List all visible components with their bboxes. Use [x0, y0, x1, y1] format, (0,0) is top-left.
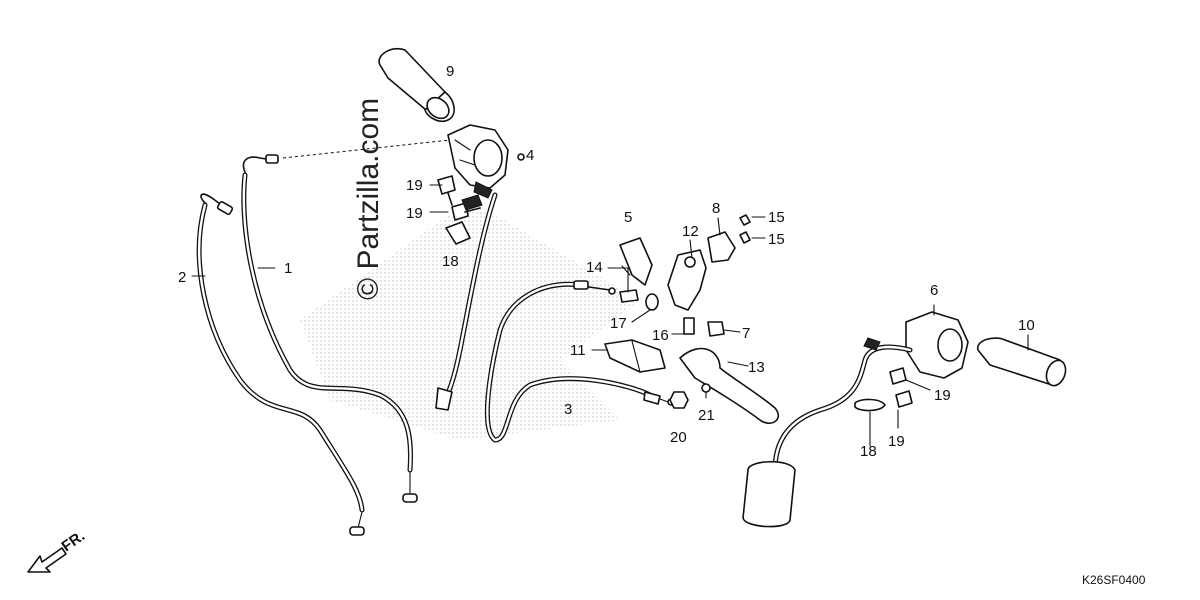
- callout-21: 21: [698, 407, 715, 424]
- throttle-lower-cable: [435, 192, 498, 411]
- throttle-grip-9: [378, 47, 455, 123]
- front-direction-indicator: FR.: [27, 527, 88, 573]
- clutch-lever-13: [679, 347, 780, 424]
- throttle-housing: [447, 124, 525, 189]
- clutch-small-parts: [619, 289, 725, 337]
- callout-17: 17: [610, 315, 627, 332]
- callout-labels: 1 2 3 4 5 6 7 8 9 10 11 12 13 14 15 15 1…: [178, 63, 1035, 460]
- callout-18a: 18: [442, 253, 459, 270]
- callout-7: 7: [742, 325, 750, 342]
- throttle-bolts: [437, 175, 493, 245]
- callout-6: 6: [930, 282, 938, 299]
- callout-8: 8: [712, 200, 720, 217]
- right-switch-housing: [742, 311, 969, 528]
- callout-4: 4: [526, 147, 534, 164]
- callout-2: 2: [178, 269, 186, 286]
- callout-9: 9: [446, 63, 454, 80]
- throttle-cable-2: [196, 193, 365, 536]
- callout-14: 14: [586, 259, 603, 276]
- callout-15a: 15: [768, 209, 785, 226]
- clutch-boot-11: [604, 339, 666, 373]
- watermark-shading: [300, 200, 640, 440]
- callout-3: 3: [564, 401, 572, 418]
- callout-20: 20: [670, 429, 687, 446]
- left-grip-10: [977, 337, 1067, 387]
- callout-19b: 19: [406, 205, 423, 222]
- throttle-cable-1: [241, 154, 418, 503]
- callout-19d: 19: [888, 433, 905, 450]
- callout-11: 11: [570, 342, 586, 359]
- diagram-code: K26SF0400: [1082, 573, 1146, 587]
- callout-15b: 15: [768, 231, 785, 248]
- callout-1: 1: [284, 260, 292, 277]
- watermark-text: © Partzilla.com: [352, 98, 385, 300]
- callout-16: 16: [652, 327, 669, 344]
- nuts: [669, 383, 711, 409]
- clutch-lever-holder: [619, 214, 751, 311]
- callout-19c: 19: [934, 387, 951, 404]
- right-bolts: [854, 367, 913, 412]
- leader-lines: [191, 184, 1029, 447]
- clutch-cable-3: [484, 280, 675, 443]
- callout-19a: 19: [406, 177, 423, 194]
- callout-18b: 18: [860, 443, 877, 460]
- callout-5: 5: [624, 209, 632, 226]
- callout-13: 13: [748, 359, 765, 376]
- callout-10: 10: [1018, 317, 1035, 334]
- callout-12: 12: [682, 223, 699, 240]
